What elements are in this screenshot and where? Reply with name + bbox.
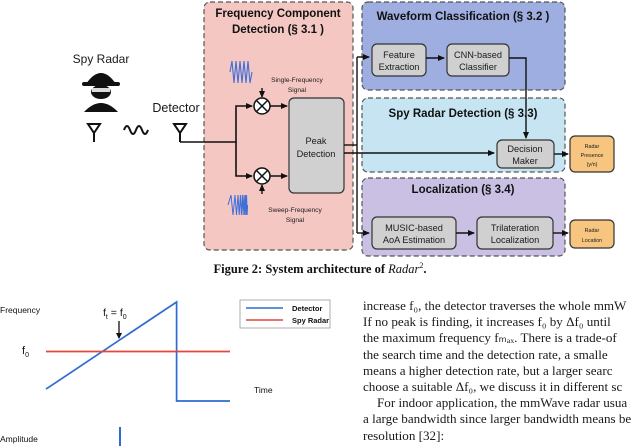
frequency-title-1: Frequency Component (215, 8, 340, 20)
radar-location-label-2: Location (582, 238, 602, 244)
text-line: means a higher detection rate, but a lar… (363, 362, 613, 378)
spy-antenna-icon (86, 123, 102, 142)
caption-system-name: Radar (388, 262, 420, 277)
f0-label: f0 (22, 345, 29, 359)
decision-maker-label-2: Maker (512, 156, 538, 166)
legend-detector-label: Detector (292, 304, 323, 313)
figure-caption: Figure 2: System architecture of Radar2. (0, 261, 640, 277)
ft-annotation: ft = f0 (103, 307, 127, 321)
legend-spy-radar-label: Spy Radar (292, 316, 329, 325)
feature-extraction-label-2: Extraction (379, 62, 420, 72)
radar-location-box (569, 219, 615, 249)
text-line: For indoor application, the mmWave radar… (377, 395, 628, 411)
peak-detection-label-1: Peak (306, 136, 327, 146)
caption-prefix: Figure 2: System architecture of (213, 262, 389, 277)
spy-radar-label: Spy Radar (73, 52, 130, 66)
frequency-time-plot: Frequency f0 ft = f0 Time Amplitude Dete… (0, 299, 331, 446)
time-label: Time (254, 385, 273, 395)
mixer-top-icon (253, 97, 271, 115)
radar-presence-label-1: Radar (585, 144, 600, 150)
text-line: If no peak is finding, it increases f₀ b… (363, 314, 611, 330)
text-line: increase f₀, the detector traverses the … (363, 298, 627, 313)
decision-maker-label-1: Decision (507, 144, 542, 154)
radar-presence-label-2: Presence (581, 153, 604, 159)
amplitude-label: Amplitude (0, 434, 38, 444)
feature-extraction-box (371, 43, 427, 77)
feature-extraction-label-1: Feature (383, 50, 415, 60)
sweep-frequency-label-2: Signal (286, 217, 305, 224)
text-line: resolution [32]: (363, 427, 445, 443)
peak-detection-label-2: Detection (297, 149, 336, 159)
plot-legend: Detector Spy Radar (239, 299, 331, 329)
frequency-title-2: Detection (§ 3.1 ) (232, 24, 324, 36)
localization-title: Localization (§ 3.4) (412, 184, 515, 196)
waveform-title: Waveform Classification (§ 3.2 ) (377, 11, 550, 23)
spy-icon (82, 73, 120, 112)
cnn-classifier-box (446, 43, 510, 77)
radar-presence-box (569, 135, 615, 173)
radar-location-label-1: Radar (585, 228, 600, 234)
trilateration-label-2: Localization (491, 235, 540, 245)
single-frequency-label-1: Single-Frequency (271, 77, 323, 84)
mixer-bottom-icon (253, 167, 271, 185)
radar-presence-label-3: (y/n) (587, 162, 598, 168)
sweep-frequency-wave-icon (227, 194, 249, 216)
music-aoa-label-2: AoA Estimation (383, 235, 445, 245)
architecture-diagram: Frequency Component Detection (§ 3.1 ) W… (73, 1, 615, 257)
text-line: the maximum frequency fₘₐₓ. There is a t… (363, 330, 617, 346)
spy-detection-title: Spy Radar Detection (§ 3.3) (389, 108, 538, 120)
single-frequency-label-2: Signal (288, 87, 307, 94)
music-aoa-label-1: MUSIC-based (385, 223, 443, 233)
detector-antenna-icon (172, 123, 188, 142)
cnn-classifier-label-2: Classifier (459, 62, 497, 72)
body-text: increase f₀, the detector traverses the … (363, 298, 640, 444)
trilateration-label-1: Trilateration (491, 223, 539, 233)
plot-ylabel: Frequency (0, 305, 41, 315)
wave-icon (123, 125, 149, 135)
text-line: a large bandwidth since larger bandwidth… (363, 411, 632, 427)
detector-label: Detector (152, 101, 199, 115)
text-line: the search time and the detection rate, … (363, 346, 608, 362)
text-line: choose a suitable Δf₀, we discuss it in … (363, 379, 623, 395)
single-frequency-wave-icon (229, 60, 253, 84)
sweep-frequency-label-1: Sweep-Frequency (268, 207, 322, 214)
caption-suffix: . (423, 262, 427, 277)
caption-superscript: 2 (419, 261, 424, 270)
cnn-classifier-label-1: CNN-based (454, 50, 502, 60)
